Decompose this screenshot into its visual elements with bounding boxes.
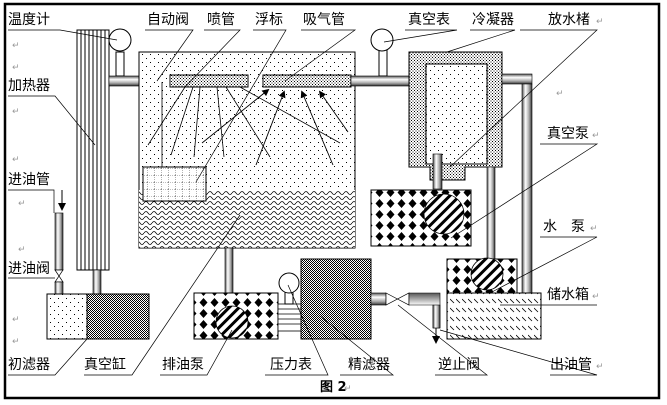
svg-text:↵: ↵ (18, 199, 26, 209)
condenser-water-pipe-v (521, 83, 533, 297)
label-check-valve: 逆止阀 (438, 357, 480, 373)
label-thermometer: 温度计 (8, 12, 50, 28)
figure-frame (3, 2, 661, 400)
spray-pipe (169, 74, 249, 88)
svg-text:↵: ↵ (596, 17, 604, 27)
leader-lines (8, 29, 599, 376)
label-primary-filter: 初滤器 (8, 356, 50, 373)
svg-text:↵: ↵ (12, 155, 20, 165)
condenser-drain-pipe (432, 153, 443, 190)
inlet-pipe-lower (54, 281, 64, 295)
svg-text:↵: ↵ (12, 41, 20, 51)
label-suction-pipe: 吸气管 (303, 12, 345, 28)
label-drain-oil-pump: 排油泵 (162, 357, 204, 373)
label-water-tank: 储水箱 (547, 287, 589, 303)
outlet-pipe-vertical (432, 304, 441, 329)
label-drain-plug: 放水楮 (548, 12, 590, 28)
inlet-pipe (54, 212, 64, 271)
figure-caption: 图 2 (320, 380, 347, 395)
label-condenser: 冷凝器 (472, 12, 514, 28)
label-vacuum-gauge: 真空表 (408, 12, 450, 28)
label-water-pump: 水 泵 (543, 219, 585, 235)
label-vacuum-pump: 真空泵 (547, 126, 589, 142)
label-outlet-pipe: 出油管 (550, 357, 592, 373)
inlet-valve (54, 269, 64, 283)
heater (76, 29, 110, 271)
svg-text:↵: ↵ (592, 292, 600, 302)
svg-text:↵: ↵ (556, 89, 564, 99)
svg-text:↵: ↵ (12, 337, 20, 347)
label-vacuum-tank: 真空缸 (84, 356, 126, 373)
condenser-water-pipe-h (501, 73, 533, 85)
svg-text:↵: ↵ (596, 362, 604, 372)
check-valve (385, 292, 410, 306)
svg-text:↵: ↵ (12, 107, 20, 117)
float (142, 166, 207, 202)
label-float: 浮标 (255, 12, 283, 28)
svg-text:↵: ↵ (12, 63, 20, 73)
drain-oil-pump (193, 292, 279, 340)
label-inlet-valve: 进油阀 (8, 261, 50, 277)
label-spray-pipe: 喷管 (207, 12, 235, 28)
svg-text:↵: ↵ (592, 131, 600, 141)
condenser (408, 51, 503, 181)
svg-text:↵: ↵ (12, 315, 20, 325)
heater-inlet-pipe (92, 269, 102, 295)
pressure-gauge (278, 272, 300, 305)
label-fine-filter: 精滤器 (348, 357, 390, 373)
svg-text:↵: ↵ (18, 245, 26, 255)
tank-outlet-pipe (224, 247, 234, 294)
primary-filter (46, 293, 150, 340)
paragraph-marks: ↵ ↵ ↵ ↵ ↵ ↵ ↵ ↵ ↵ ↵ ↵ ↵ ↵ ↵ ↵ (12, 17, 604, 394)
spray-lines (147, 86, 341, 158)
vacuum-gauge (370, 28, 394, 77)
fine-filter (300, 258, 372, 340)
label-inlet-pipe: 进油管 (8, 172, 50, 188)
water-supply-pipe (486, 166, 496, 260)
svg-text:↵: ↵ (590, 224, 598, 234)
label-pressure-gauge: 压力表 (270, 357, 312, 373)
suction-pipe (262, 74, 352, 88)
label-heater: 加热器 (8, 78, 50, 94)
pump-filter-connector (277, 303, 303, 332)
label-auto-valve: 自动阀 (147, 12, 189, 28)
thermometer (108, 28, 132, 77)
vacuum-pump (370, 189, 472, 247)
water-pump (446, 257, 518, 296)
water-tank (446, 292, 542, 340)
svg-text:↵: ↵ (344, 384, 352, 394)
fine-filter-outlet-pipe (370, 292, 387, 306)
